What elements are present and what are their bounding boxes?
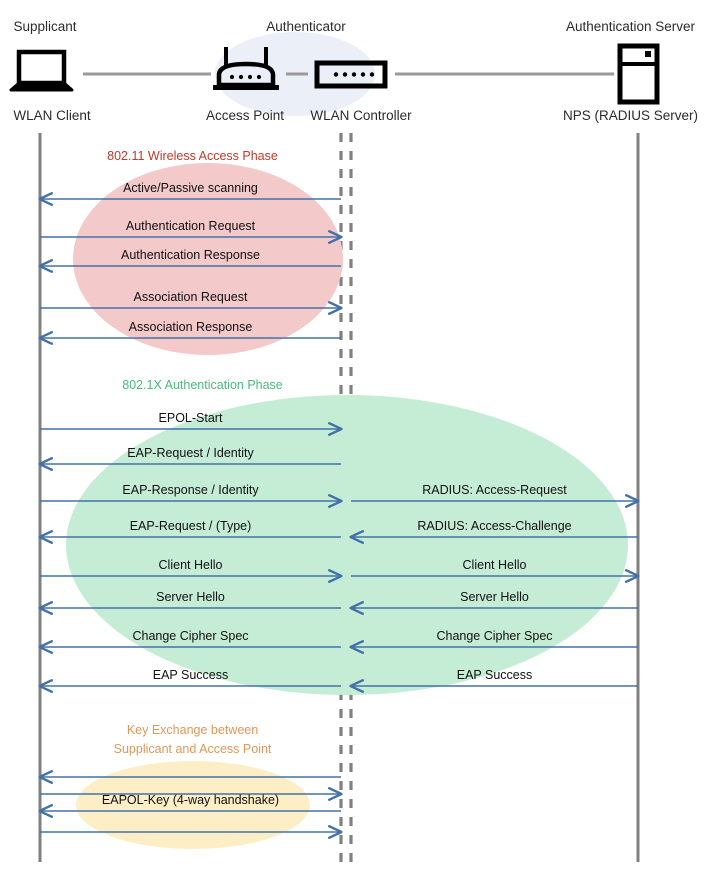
actor-name-access-point: Access Point: [205, 108, 285, 123]
server-icon: [617, 43, 660, 105]
laptop-icon: [9, 49, 74, 92]
actor-name-nps: NPS (RADIUS Server): [562, 108, 699, 123]
arrow-group-right: [351, 501, 638, 686]
message-label: Association Request: [133, 290, 248, 304]
message-label: EAPOL-Key (4-way handshake): [101, 793, 280, 807]
message-label: EAP-Request / Identity: [127, 446, 254, 460]
message-label: Active/Passive scanning: [123, 181, 258, 195]
phase-label-wireless-access: 802.11 Wireless Access Phase: [107, 149, 278, 163]
message-label: Change Cipher Spec: [132, 629, 249, 643]
message-label: EAP Success: [152, 668, 229, 682]
arrow-group-left: [40, 199, 341, 832]
wireless-router-icon: [213, 47, 279, 90]
phase-label-key-exchange-line1: Key Exchange between: [126, 723, 259, 737]
actor-name-wlan-controller: WLAN Controller: [310, 108, 412, 123]
message-label: Client Hello: [158, 558, 223, 572]
phase-ellipse-key-exchange: [76, 761, 310, 849]
message-label: RADIUS: Access-Request: [422, 483, 567, 497]
message-label: EAP-Response / Identity: [122, 483, 259, 497]
phase-label-dot1x-auth: 802.1X Authentication Phase: [122, 378, 283, 392]
message-label: EAP-Request / (Type): [129, 519, 252, 533]
message-label: Authentication Request: [125, 219, 256, 233]
phase-label-key-exchange: Key Exchange between Supplicant and Acce…: [60, 721, 325, 759]
message-label: EAP Success: [456, 668, 533, 682]
message-label: EPOL-Start: [158, 411, 223, 425]
actor-role-supplicant: Supplicant: [13, 19, 77, 34]
actor-name-wlan-client: WLAN Client: [13, 108, 91, 123]
message-label: Association Response: [128, 320, 253, 334]
message-label: RADIUS: Access-Challenge: [417, 519, 572, 533]
message-label: Authentication Response: [121, 248, 260, 262]
wlan-controller-icon: [314, 60, 388, 89]
phase-ellipse-wireless-access: [73, 163, 343, 355]
actor-role-authenticator: Authenticator: [266, 19, 346, 34]
actor-role-auth-server: Authentication Server: [565, 19, 696, 34]
message-label: Change Cipher Spec: [436, 629, 553, 643]
phase-label-key-exchange-line2: Supplicant and Access Point: [113, 742, 272, 756]
message-label: Server Hello: [460, 590, 529, 604]
phase-ellipse-dot1x-auth: [66, 395, 628, 695]
message-label: Server Hello: [156, 590, 225, 604]
message-label: Client Hello: [462, 558, 527, 572]
